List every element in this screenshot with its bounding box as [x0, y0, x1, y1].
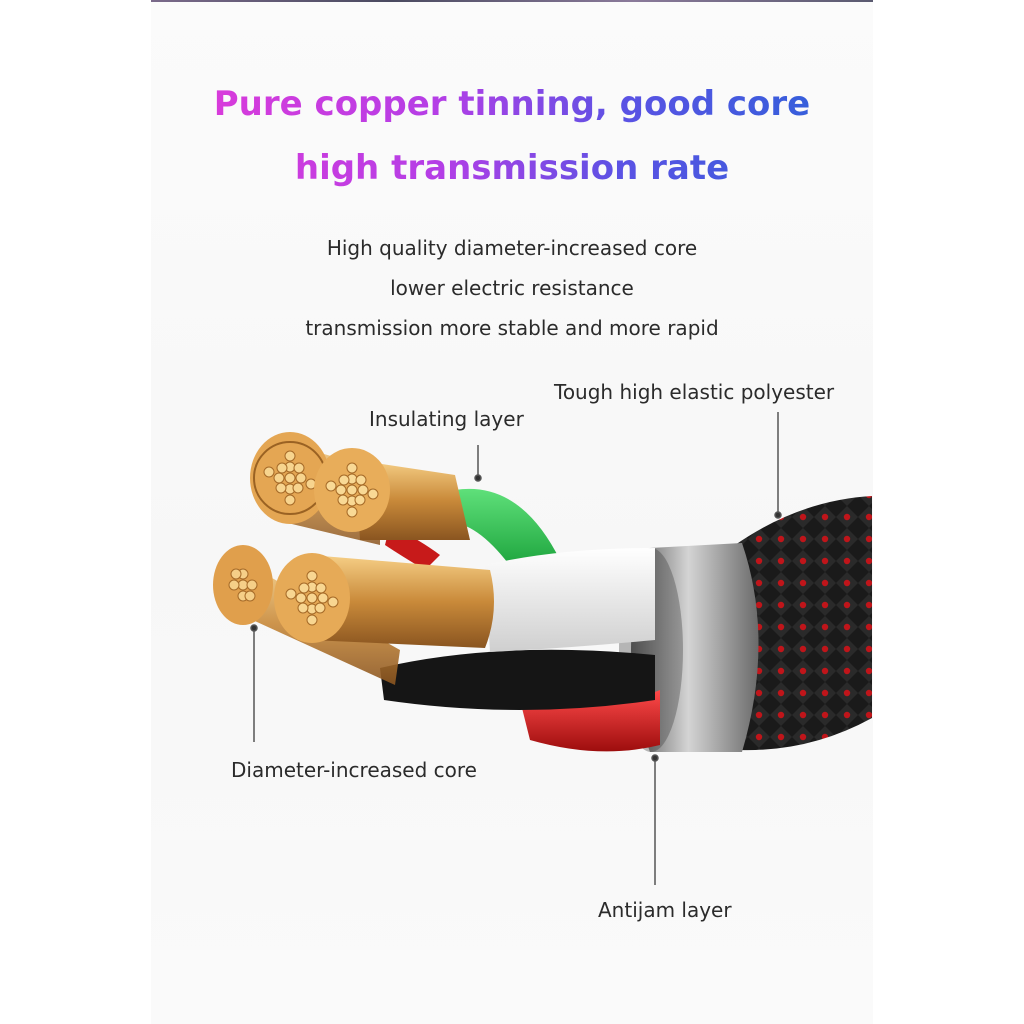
label-polyester: Tough high elastic polyester	[554, 380, 835, 404]
description-line-2: lower electric resistance	[390, 276, 634, 300]
braided-jacket	[735, 496, 872, 751]
headline-line-1: Pure copper tinning, good core	[151, 84, 873, 124]
description-line-1: High quality diameter-increased core	[326, 236, 698, 260]
label-insulating-layer: Insulating layer	[369, 407, 524, 431]
copper-core-upper-right	[314, 448, 470, 540]
headline-line-2: high transmission rate	[151, 148, 873, 188]
antijam-sleeve	[631, 543, 759, 752]
label-core: Diameter-increased core	[231, 758, 477, 782]
wire-white-insulation	[485, 548, 655, 652]
description-line-3: transmission more stable and more rapid	[305, 316, 719, 340]
label-antijam: Antijam layer	[598, 898, 732, 922]
wire-black-insulation	[380, 649, 655, 710]
copper-core-lower-right	[274, 553, 494, 648]
top-strip	[151, 0, 873, 2]
